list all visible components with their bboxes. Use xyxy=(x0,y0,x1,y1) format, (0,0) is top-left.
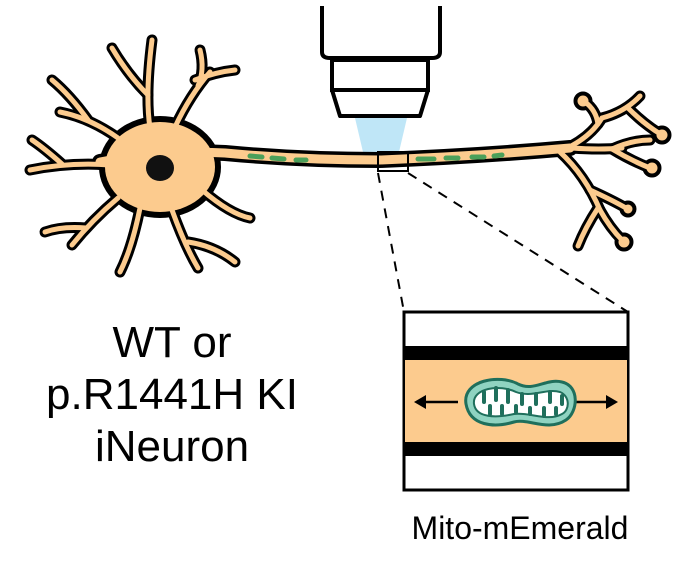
inset-caption: Mito-mEmerald xyxy=(411,510,629,546)
axon-mitochondria xyxy=(247,152,505,163)
neuron-label-line-1: WT or xyxy=(112,318,232,367)
neuron-label-line-3: iNeuron xyxy=(94,422,250,471)
microscope-objective-icon xyxy=(320,6,442,118)
nucleus xyxy=(146,155,174,181)
light-beam xyxy=(355,118,407,152)
zoom-guide-lines xyxy=(377,172,629,313)
neuron xyxy=(24,34,672,278)
bidirectional-arrow-icon xyxy=(414,395,618,409)
mitochondrion-icon xyxy=(464,377,577,427)
neuron-label-line-2: p.R1441H KI xyxy=(46,370,298,419)
zoom-box xyxy=(377,151,409,172)
